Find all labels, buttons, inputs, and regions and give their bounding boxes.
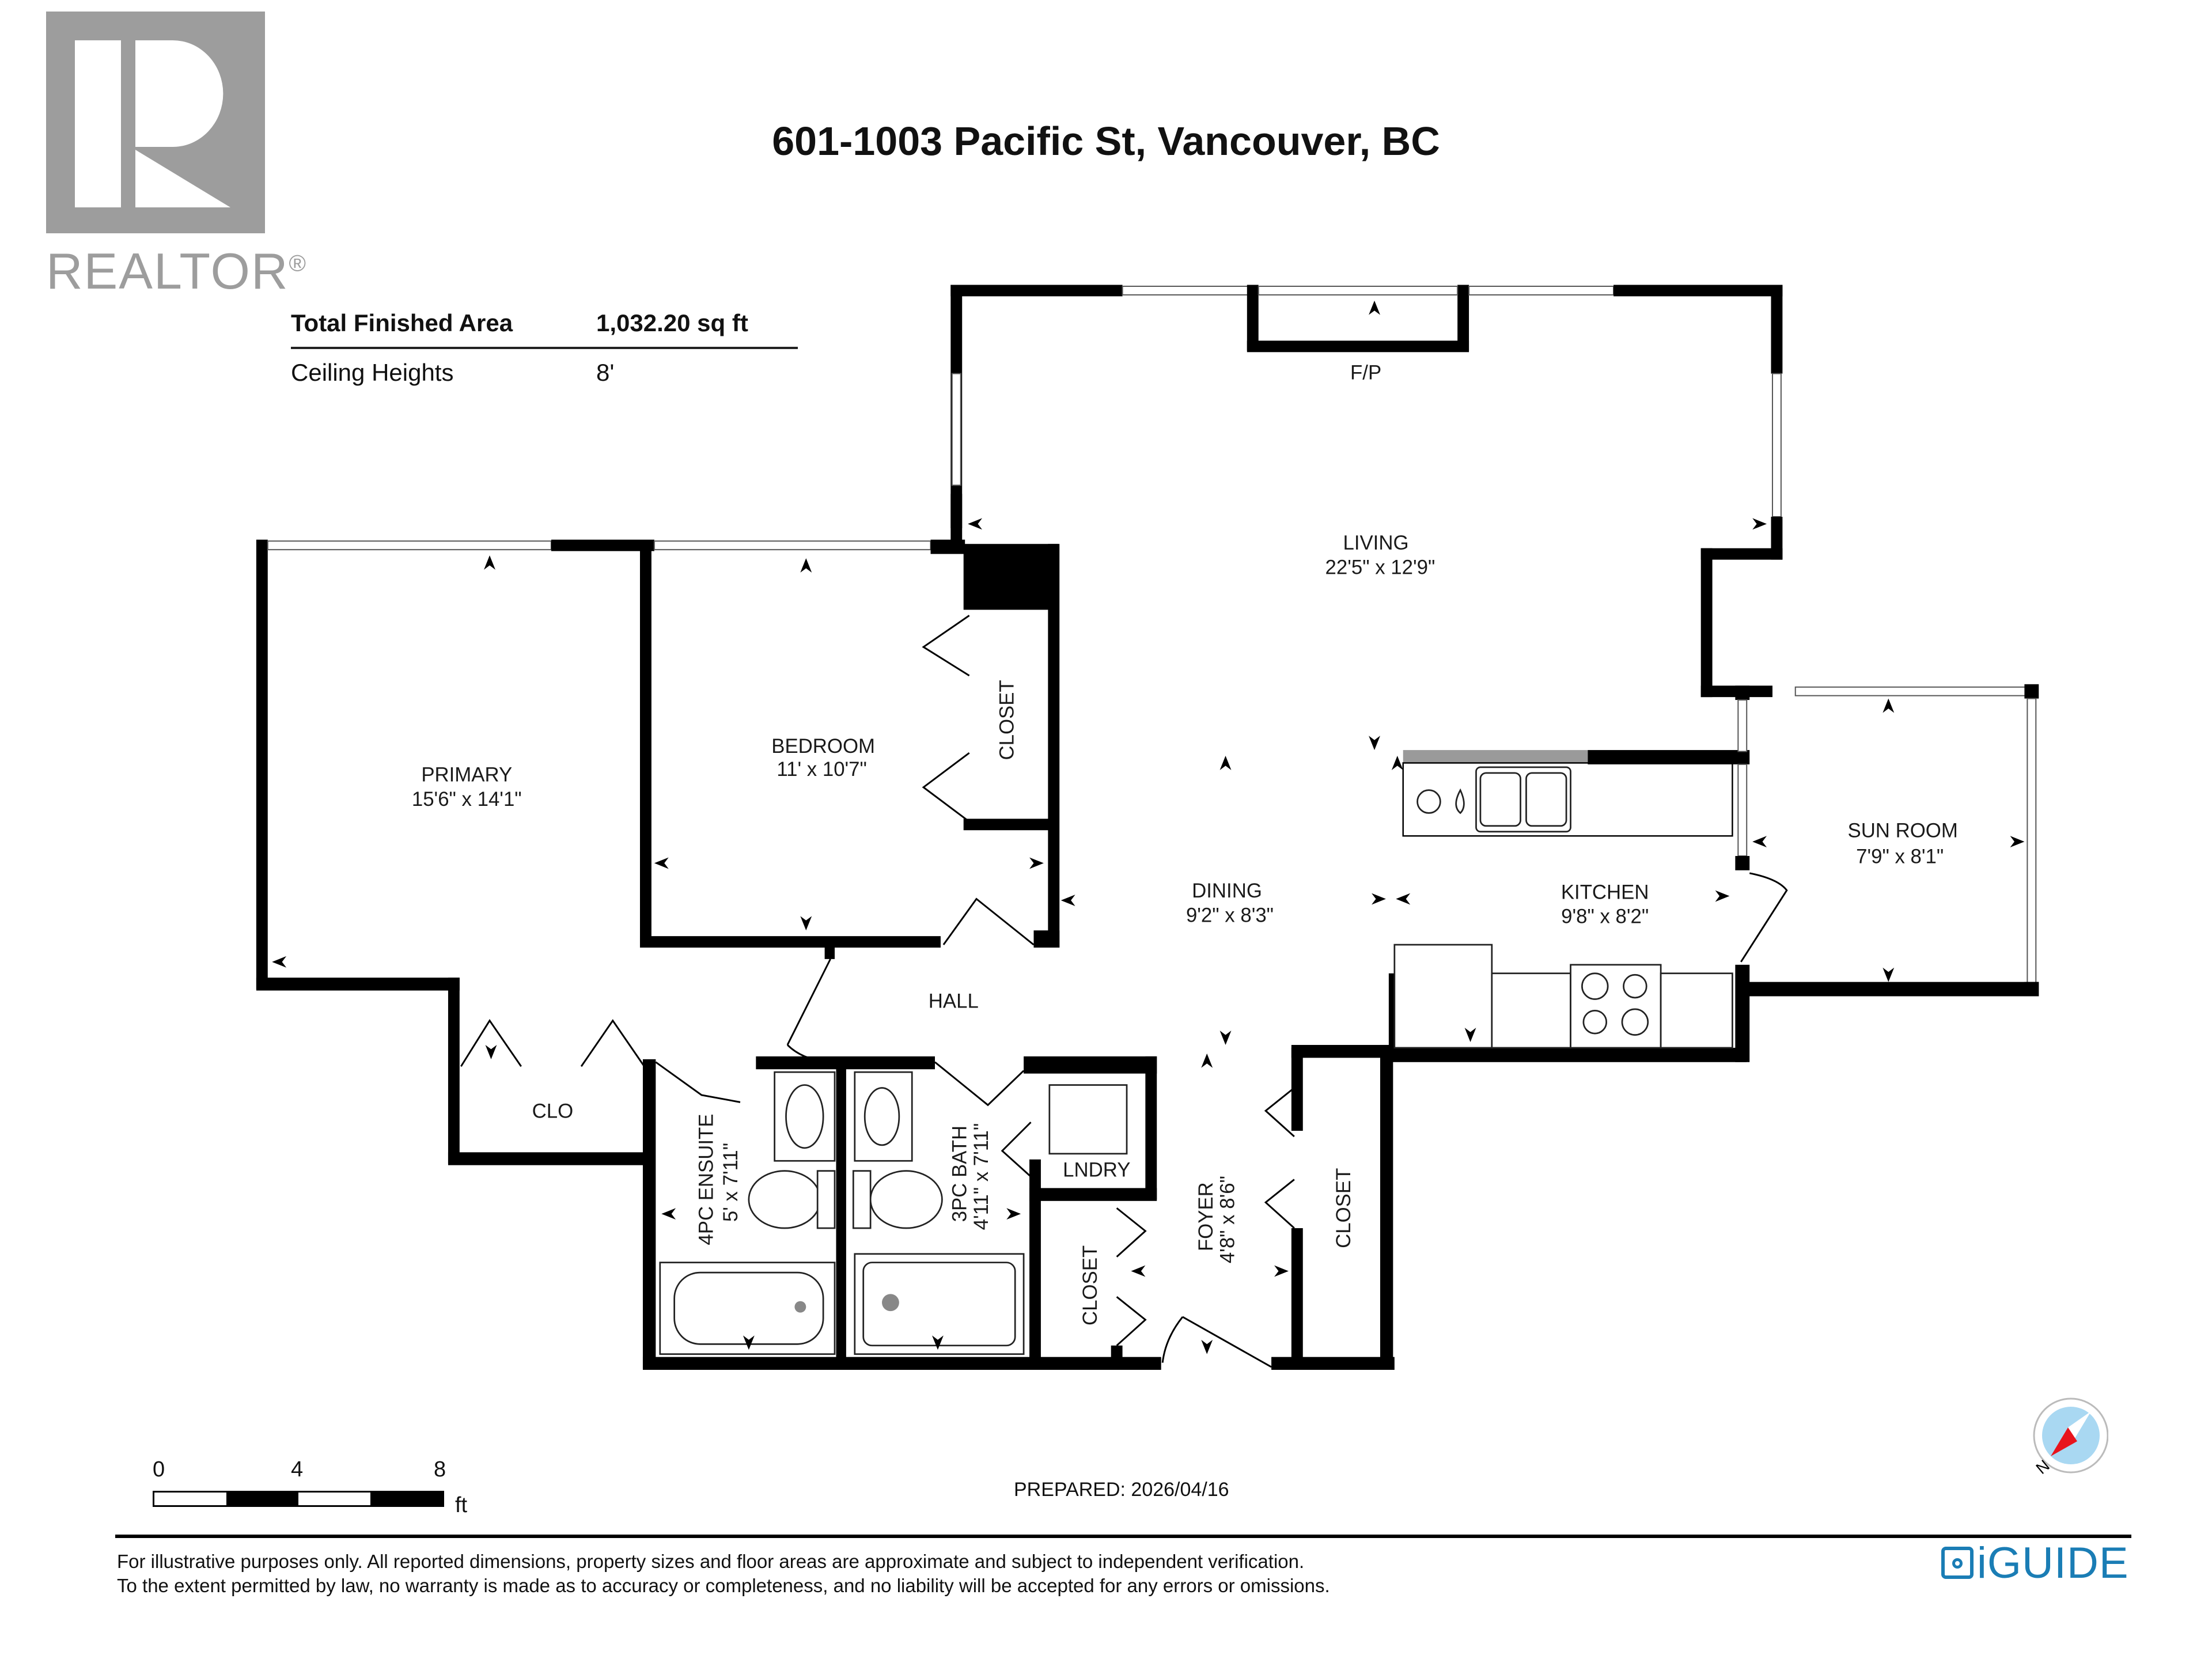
bath-dim: 4'11" x 7'11": [971, 1123, 993, 1230]
scale-unit: ft: [455, 1493, 468, 1517]
total-area-row: Total Finished Area 1,032.20 sq ft: [291, 300, 798, 349]
living-label: LIVING: [1343, 532, 1408, 554]
sun-room-dim: 7'9" x 8'1": [1856, 846, 1944, 868]
scale-bar: 0 4 8 ft: [153, 1457, 498, 1544]
primary-label: PRIMARY: [421, 764, 512, 786]
measurement-arrows: [272, 300, 2025, 1354]
iguide-wordmark: iGUIDE: [1977, 1538, 2129, 1588]
realtor-logo: REALTOR®: [46, 12, 306, 300]
ceiling-height-row: Ceiling Heights 8': [291, 349, 798, 396]
bath-walls: [642, 1056, 1161, 1370]
kitchen-dim: 9'8" x 8'2": [1561, 906, 1649, 928]
bedroom-dim: 11' x 10'7": [777, 759, 867, 781]
foyer-walls: [1111, 1044, 1395, 1370]
laundry-label: LNDRY: [1063, 1160, 1130, 1181]
total-area-label: Total Finished Area: [291, 309, 513, 336]
bedroom-closet-label: CLOSET: [997, 680, 1018, 760]
closet-left-label: CLOSET: [1080, 1245, 1101, 1325]
kitchen-walls: [1388, 750, 1750, 1062]
disclaimer-line-1: For illustrative purposes only. All repo…: [117, 1551, 1305, 1572]
footer-divider: [115, 1535, 2131, 1538]
dining-label: DINING: [1192, 880, 1262, 902]
ensuite-dim: 5' x 7'11": [720, 1143, 742, 1222]
scale-tick-8: 8: [434, 1457, 446, 1482]
living-walls: [950, 285, 1783, 698]
bedroom-walls: [256, 494, 1060, 1165]
scale-graduations: [153, 1491, 444, 1507]
disclaimer-line-2: To the extent permitted by law, no warra…: [117, 1575, 1330, 1596]
ceiling-height-value: 8': [596, 359, 615, 386]
fireplace-label: F/P: [1350, 362, 1381, 384]
primary-dim: 15'6" x 14'1": [412, 789, 522, 810]
disclaimer: For illustrative purposes only. All repo…: [117, 1550, 1330, 1598]
ceiling-height-label: Ceiling Heights: [291, 359, 454, 386]
sunroom-walls: [1735, 684, 2039, 997]
sun-room-label: SUN ROOM: [1847, 820, 1957, 842]
bath-label: 3PC BATH: [949, 1126, 971, 1222]
scale-tick-4: 4: [291, 1457, 304, 1482]
scale-tick-0: 0: [153, 1457, 165, 1482]
hall-label: HALL: [929, 990, 979, 1012]
iguide-logo: iGUIDE: [1941, 1537, 2129, 1589]
dining-dim: 9'2" x 8'3": [1186, 904, 1274, 926]
area-summary: Total Finished Area 1,032.20 sq ft Ceili…: [291, 300, 798, 396]
living-dim: 22'5" x 12'9": [1325, 556, 1435, 578]
clo-label: CLO: [532, 1101, 574, 1123]
north-compass-icon: N: [2032, 1397, 2108, 1478]
foyer-dim: 4'8" x 8'6": [1217, 1176, 1238, 1263]
ensuite-label: 4PC ENSUITE: [696, 1114, 718, 1245]
iguide-camera-icon: [1941, 1547, 1974, 1579]
room-labels: F/P LIVING 22'5" x 12'9" PRIMARY 15'6" x…: [412, 362, 1958, 1326]
foyer-label: FOYER: [1195, 1182, 1217, 1251]
realtor-r-icon: [75, 40, 230, 207]
kitchen-label: KITCHEN: [1561, 882, 1649, 904]
realtor-wordmark: REALTOR®: [46, 243, 307, 300]
property-address-title: 601-1003 Pacific St, Vancouver, BC: [772, 119, 1440, 164]
realtor-logo-mark: [46, 12, 265, 233]
total-area-value: 1,032.20 sq ft: [596, 309, 748, 336]
closet-right-label: CLOSET: [1333, 1168, 1355, 1248]
bedroom-label: BEDROOM: [771, 736, 875, 757]
prepared-date: PREPARED: 2026/04/16: [1014, 1479, 1229, 1501]
